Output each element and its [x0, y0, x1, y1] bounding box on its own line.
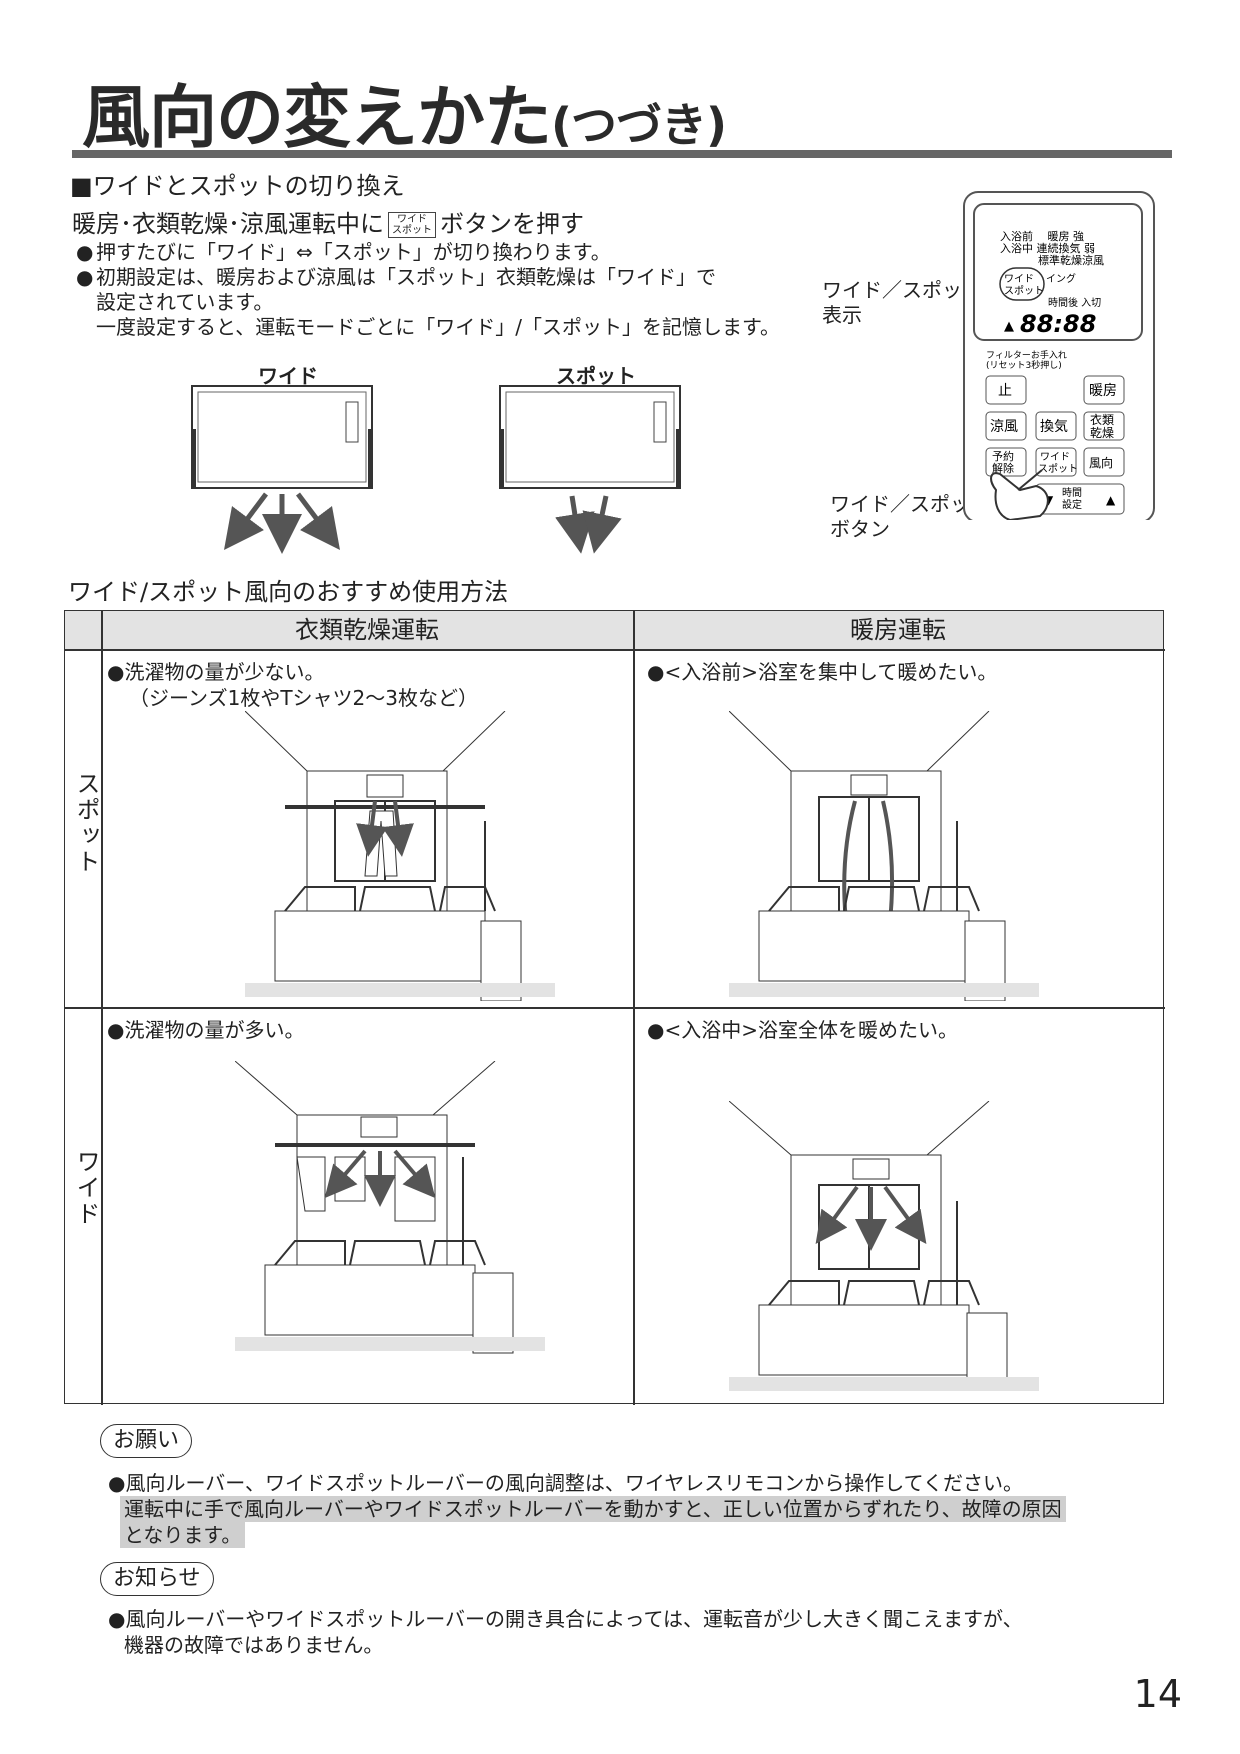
column-header-heat: 暖房運転 — [633, 611, 1163, 649]
hand-pointer-icon — [990, 469, 1049, 520]
svg-text:入浴前 暖房 強: 入浴前 暖房 強 — [1000, 229, 1084, 243]
title-rule — [72, 150, 1172, 158]
unit-diagrams — [191, 385, 681, 554]
request-heading: お願い — [100, 1424, 193, 1458]
remote-buttons: 止 暖房 涼風 換気 衣類 乾燥 予約 解除 ワイド スポット 風向 ▼ 時間 … — [985, 375, 1125, 515]
wide-dry-note: ●洗濯物の量が多い。 — [107, 1018, 305, 1042]
wide-spot-indicator — [999, 267, 1045, 301]
svg-text:風向: 風向 — [1089, 455, 1113, 470]
bullet-2: ●初期設定は、暖房および涼風は「スポット」衣類乾燥は「ワイド」で 設定されていま… — [76, 265, 780, 339]
notice-heading: お知らせ — [100, 1562, 214, 1596]
svg-text:ワイド: ワイド — [1040, 452, 1070, 463]
wide-unit-illustration — [191, 385, 373, 554]
svg-text:フィルターお手入れ: フィルターお手入れ — [986, 349, 1067, 361]
wide-label: ワイド — [258, 364, 318, 388]
remote-control: 入浴前 暖房 強 入浴中 連続換気 弱 標準乾燥涼風 ワイド スポット イング … — [963, 191, 1155, 520]
svg-text:時間: 時間 — [1062, 487, 1082, 499]
svg-text:ワイド: ワイド — [1004, 274, 1034, 285]
up-arrow-icon: ▲ — [1004, 319, 1014, 334]
svg-text:乾燥: 乾燥 — [1090, 426, 1114, 440]
svg-text:入浴中 連続換気 弱: 入浴中 連続換気 弱 — [1000, 241, 1095, 255]
section-heading: ■ワイドとスポットの切り換え — [70, 172, 405, 200]
svg-text:設定: 設定 — [1062, 498, 1082, 511]
svg-text:涼風: 涼風 — [990, 419, 1018, 435]
stop-button[interactable] — [985, 375, 1027, 405]
instruction: 暖房･衣類乾燥･涼風運転中にワイドスポットボタンを押す — [72, 210, 584, 238]
svg-text:時間後 入切: 時間後 入切 — [1048, 296, 1101, 309]
cool-button[interactable] — [985, 411, 1027, 441]
direction-button[interactable] — [1083, 447, 1125, 477]
svg-text:スポット: スポット — [1038, 463, 1078, 475]
svg-text:衣類: 衣類 — [1090, 412, 1114, 427]
usage-table: 衣類乾燥運転 暖房運転 スポット ワイド ●洗濯物の量が少ない。（ジーンズ1枚や… — [64, 610, 1165, 1405]
svg-text:止: 止 — [998, 383, 1012, 399]
row-header-wide: ワイド — [72, 1149, 100, 1227]
svg-text:標準乾燥涼風: 標準乾燥涼風 — [1038, 253, 1104, 267]
svg-text:スポット: スポット — [1004, 285, 1044, 297]
wide-spot-button[interactable] — [1035, 447, 1077, 477]
reserve-button[interactable] — [985, 447, 1027, 477]
spot-dry-note: ●洗濯物の量が少ない。（ジーンズ1枚やTシャツ2～3枚など） — [107, 660, 478, 710]
svg-text:換気: 換気 — [1040, 419, 1068, 435]
column-header-dry: 衣類乾燥運転 — [101, 611, 634, 649]
page-title: 風向の変えかた(つづき) — [82, 79, 727, 158]
spot-unit-illustration — [499, 385, 681, 554]
remote-lcd — [973, 203, 1143, 341]
wide-heat-note: ●<入浴中>浴室全体を暖めたい。 — [647, 1018, 958, 1042]
bathroom-spot-heat-illustration — [729, 711, 1039, 1001]
bathroom-wide-dry-illustration — [235, 1061, 545, 1354]
page-number: 14 — [1133, 1672, 1182, 1716]
usage-heading: ワイド/スポット風向のおすすめ使用方法 — [68, 578, 509, 606]
svg-text:予約: 予約 — [992, 449, 1014, 463]
svg-text:解除: 解除 — [992, 461, 1014, 475]
svg-text:88:88: 88:88 — [1020, 310, 1096, 338]
wide-spot-button-icon: ワイドスポット — [388, 212, 436, 238]
svg-text:暖房: 暖房 — [1089, 383, 1117, 399]
spot-heat-note: ●<入浴前>浴室を集中して暖めたい。 — [647, 660, 998, 684]
svg-text:(リセット3秒押し): (リセット3秒押し) — [986, 359, 1062, 371]
svg-text:▼: ▼ — [1044, 493, 1054, 507]
bathroom-spot-dry-illustration — [245, 711, 555, 1001]
request-text: ●風向ルーバー、ワイドスポットルーバーの風向調整は、ワイヤレスリモコンから操作し… — [108, 1471, 1024, 1495]
svg-text:▲: ▲ — [1106, 493, 1116, 507]
bathroom-wide-heat-illustration — [729, 1101, 1039, 1391]
bullet-1: ●押すたびに「ワイド」⇔「スポット」が切り換わります。 — [76, 240, 611, 264]
request-highlight-2: となります。 — [120, 1522, 246, 1548]
remote-display-callout: ワイド／スポット表示 — [822, 278, 982, 327]
corner-cell — [65, 611, 102, 649]
notice-text: ●風向ルーバーやワイドスポットルーバーの開き具合によっては、運転音が少し大きく聞… — [108, 1607, 1023, 1657]
vent-button[interactable] — [1035, 411, 1077, 441]
row-header-spot: スポット — [72, 771, 100, 875]
dry-button[interactable] — [1083, 411, 1125, 441]
spot-label: スポット — [556, 364, 636, 388]
heat-button[interactable] — [1083, 375, 1125, 405]
svg-text:イング: イング — [1046, 272, 1076, 285]
request-highlight: 運転中に手で風向ルーバーやワイドスポットルーバーを動かすと、正しい位置からずれた… — [120, 1496, 1066, 1522]
